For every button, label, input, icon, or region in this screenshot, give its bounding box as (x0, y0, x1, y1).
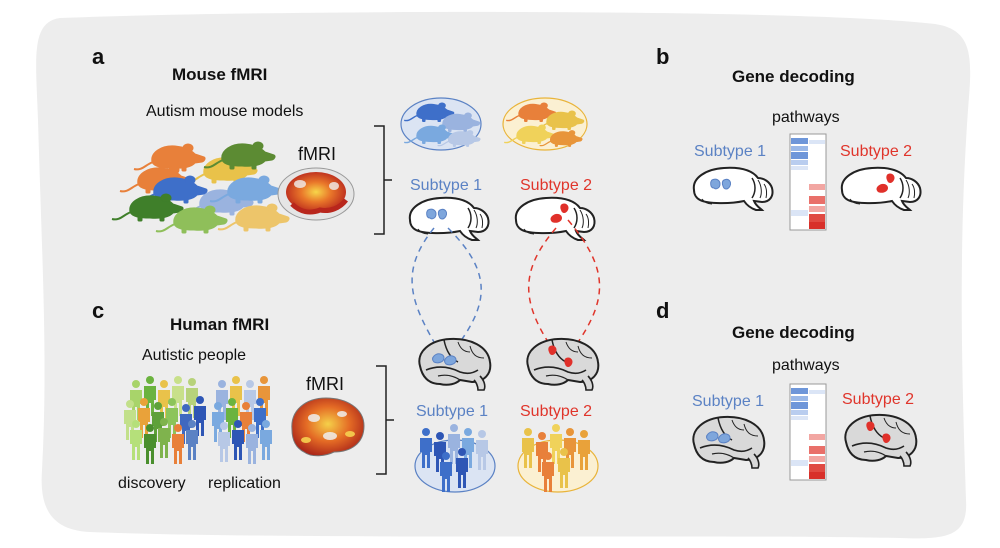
subtype2-mouse-brain-icon (514, 196, 596, 241)
bracket (374, 125, 392, 235)
subtype2-decoding-human-brain-icon (844, 413, 918, 467)
panel-letter: a (92, 44, 105, 69)
panel-title: Gene decoding (732, 323, 855, 342)
subtype1-decoding-human-brain-icon (692, 415, 766, 469)
pathways-label: pathways (772, 109, 840, 126)
subtype2-label: Subtype 2 (520, 177, 592, 194)
panel-title: Human fMRI (170, 315, 269, 334)
panel-letter: b (656, 44, 669, 69)
pathway-heatmap (789, 133, 827, 231)
panel-letter: d (656, 298, 669, 323)
panel-subtitle: Autistic people (142, 347, 246, 364)
pathways-label: pathways (772, 357, 840, 374)
subtype2-human-brain-icon (526, 337, 600, 391)
panel-title: Gene decoding (732, 67, 855, 86)
subtype2-label: Subtype 2 (842, 391, 914, 408)
subtype1-label: Subtype 1 (416, 403, 488, 420)
subtype-connectors (411, 219, 601, 349)
fmri-label: fMRI (306, 374, 344, 394)
panel-d: d Gene decoding pathways Subtype 1 Subty… (656, 298, 918, 481)
panel-title: Mouse fMRI (172, 65, 267, 84)
subtype2-label: Subtype 2 (840, 143, 912, 160)
bracket (376, 365, 394, 475)
replication-label: replication (208, 475, 281, 492)
pathway-heatmap (789, 383, 827, 481)
subtype2-label: Subtype 2 (520, 403, 592, 420)
subtype1-decoding-brain-icon (692, 166, 774, 211)
subtype1-label: Subtype 1 (410, 177, 482, 194)
fmri-label: fMRI (298, 144, 336, 164)
subtype2-decoding-brain-icon (840, 166, 922, 211)
subtype1-people-cluster (414, 424, 496, 493)
mouse-fmri-brain-icon (277, 167, 355, 221)
subtype1-label: Subtype 1 (692, 393, 764, 410)
panel-b: b Gene decoding pathways Subtype 1 Subty… (656, 44, 922, 231)
subtype2-people-cluster (517, 424, 599, 493)
panel-subtitle: Autism mouse models (146, 103, 303, 120)
panel-a: a Mouse fMRI Autism mouse models fMRI (92, 44, 596, 241)
subtype1-mouse-brain-icon (408, 196, 490, 241)
subtype1-human-brain-icon (418, 337, 492, 391)
panel-c: c Human fMRI Autistic people (92, 298, 600, 493)
background-panel (36, 11, 971, 539)
subtype2-mouse-cluster (502, 97, 588, 151)
subtype1-label: Subtype 1 (694, 143, 766, 160)
discovery-label: discovery (118, 475, 186, 492)
panel-letter: c (92, 298, 104, 323)
human-fmri-brain-icon (291, 397, 365, 457)
subtype1-mouse-cluster (400, 97, 482, 151)
